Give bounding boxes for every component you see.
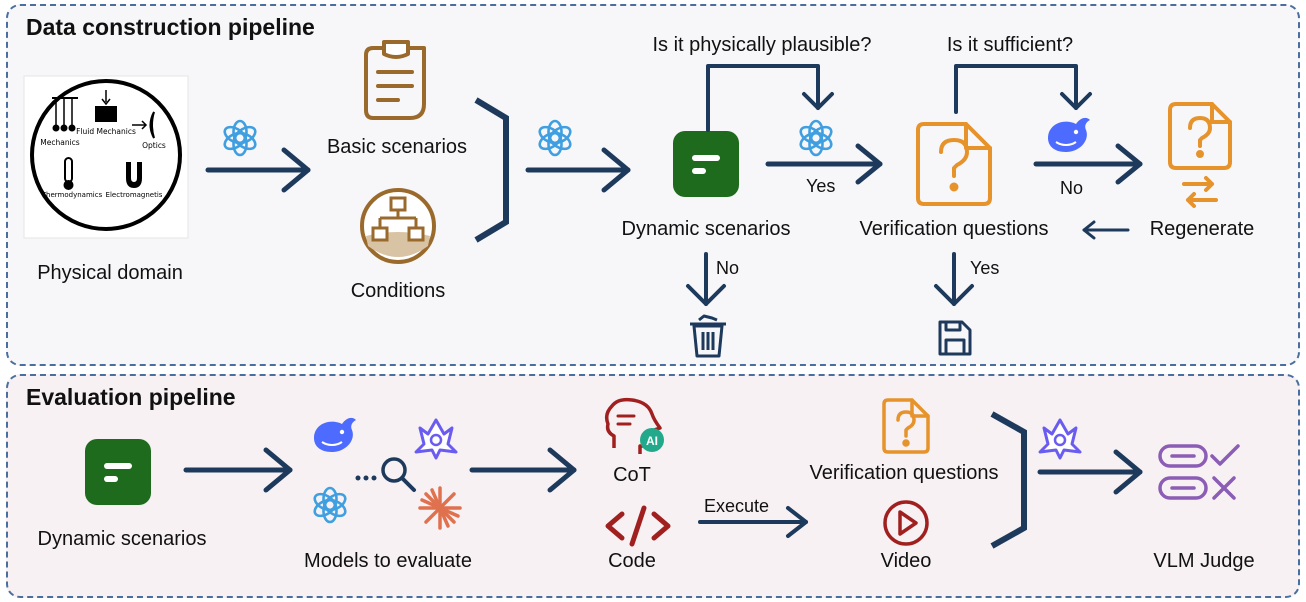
regenerate-icon <box>1168 102 1232 208</box>
domain-mechanics: Mechanics <box>40 138 80 147</box>
code-icon <box>605 505 671 547</box>
basic-scenarios-label: Basic scenarios <box>326 136 468 158</box>
domain-thermo: Thermodynamics <box>41 191 103 199</box>
regenerate-label: Regenerate <box>1149 218 1255 240</box>
save-icon <box>938 320 972 356</box>
model-deepseek-icon <box>313 416 357 453</box>
model-claude-icon <box>418 486 462 530</box>
eval-dynamic-scenarios-label: Dynamic scenarios <box>37 528 207 550</box>
execute-arrow <box>698 506 808 538</box>
video-label: Video <box>880 550 932 572</box>
conditions-label: Conditions <box>350 280 446 302</box>
eval-merge-bracket <box>990 411 1027 549</box>
trash-icon <box>690 314 726 358</box>
ai-badge: AI <box>646 434 658 448</box>
question-doc-icon <box>916 122 992 206</box>
yes-label-2: Yes <box>970 258 1000 278</box>
models-label: Models to evaluate <box>304 550 472 572</box>
eval-pipeline-title: Evaluation pipeline <box>26 384 236 410</box>
merge-bracket <box>474 97 509 243</box>
domain-fluid: Fluid Mechanics <box>76 127 136 136</box>
clipboard-icon <box>364 40 426 120</box>
openai-icon-2 <box>535 119 575 157</box>
data-pipeline-title: Data construction pipeline <box>26 14 315 40</box>
plausible-question-label: Is it physically plausible? <box>652 34 872 56</box>
evaluation-panel <box>6 374 1300 598</box>
code-label: Code <box>608 550 656 572</box>
execute-label: Execute <box>704 496 770 516</box>
judge-qwen-icon <box>1038 418 1082 460</box>
openai-icon-3 <box>796 119 836 157</box>
plausible-loop-arrow <box>706 64 834 132</box>
data-construction-panel <box>6 4 1300 366</box>
cot-label: CoT <box>613 464 651 486</box>
arrow-back-icon <box>1082 220 1130 240</box>
arrow-down-no-icon <box>686 252 726 306</box>
physical-domain-label: Physical domain <box>37 262 183 284</box>
eval-verification-questions-label: Verification questions <box>809 462 999 484</box>
dynamic-scenarios-label: Dynamic scenarios <box>621 218 791 240</box>
openai-icon <box>220 119 260 157</box>
model-qwen-icon <box>414 418 458 460</box>
video-icon <box>883 500 929 546</box>
eval-arrow-1 <box>183 447 293 493</box>
vlm-judge-label: VLM Judge <box>1153 550 1255 572</box>
dynamic-scenarios-icon <box>673 131 739 197</box>
physical-domain-icon: Mechanics Fluid Mechanics Optics Thermod… <box>23 75 189 239</box>
arrow-yes-icon <box>765 143 883 185</box>
eval-arrow-2 <box>469 447 577 493</box>
model-openai-icon <box>310 486 350 524</box>
eval-dynamic-scenarios-icon <box>85 439 151 505</box>
eval-question-doc-icon <box>882 398 930 454</box>
eval-arrow-3 <box>1037 449 1143 495</box>
arrow-right-icon-2 <box>525 147 631 193</box>
vlm-judge-icon <box>1158 444 1240 500</box>
verification-questions-label: Verification questions <box>859 218 1049 240</box>
conditions-icon <box>360 188 436 264</box>
domain-electro: Electromagnetis <box>106 191 163 199</box>
no-label-1: No <box>1060 178 1084 198</box>
yes-label-1: Yes <box>806 176 836 196</box>
deepseek-icon <box>1047 116 1091 153</box>
sufficient-loop-arrow <box>954 64 1092 114</box>
arrow-no-icon <box>1033 143 1143 185</box>
domain-optics: Optics <box>142 141 166 150</box>
cot-icon <box>604 397 664 454</box>
arrow-down-yes-icon <box>934 252 974 306</box>
sufficient-question-label: Is it sufficient? <box>946 34 1074 56</box>
no-label-2: No <box>716 258 740 278</box>
arrow-right-icon <box>205 147 311 193</box>
search-icon <box>355 457 416 492</box>
